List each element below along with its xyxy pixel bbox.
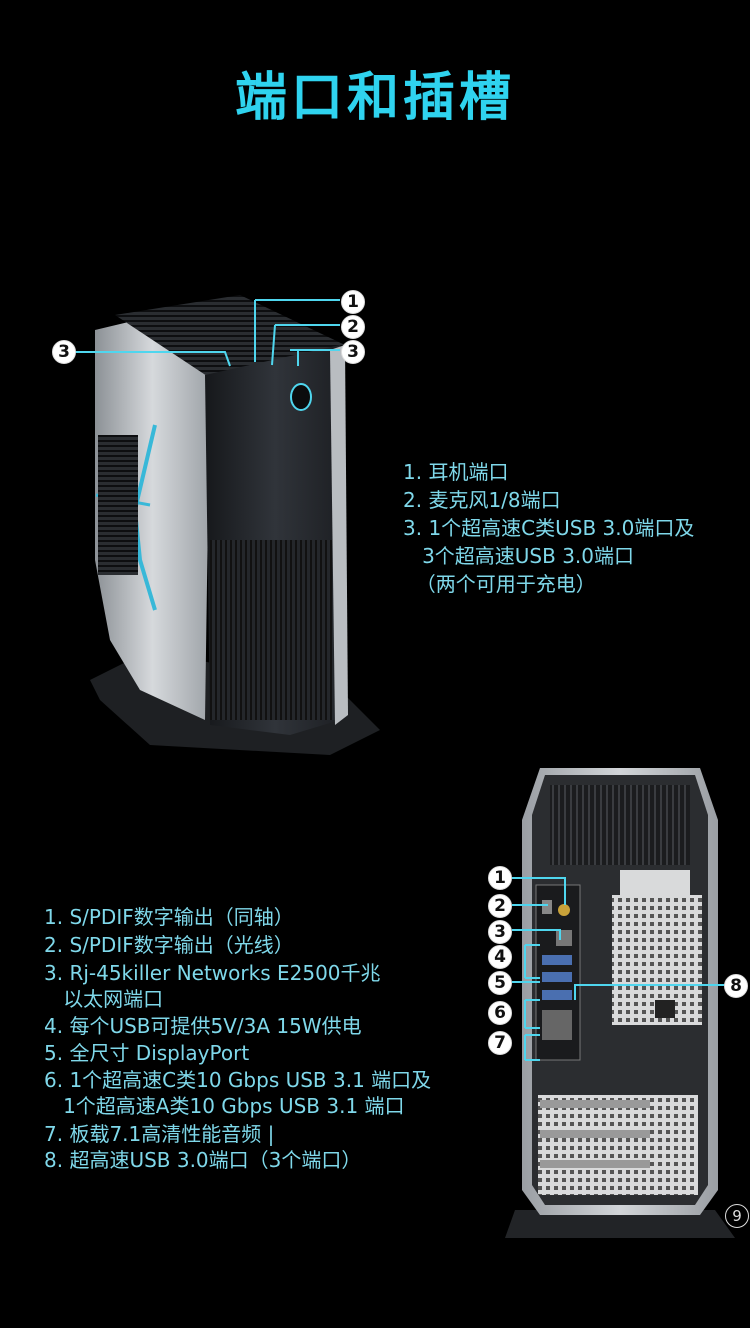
rear-badge-8: 8	[724, 974, 748, 998]
front-badge-3-left: 3	[52, 340, 76, 364]
front-list-item: 3个超高速USB 3.0端口	[403, 544, 635, 568]
front-list-item: （两个可用于充电）	[403, 572, 596, 596]
front-list-item: 1. 耳机端口	[403, 460, 509, 484]
front-list-item: 3. 1个超高速C类USB 3.0端口及	[403, 516, 695, 540]
front-badge-2: 2	[341, 315, 365, 339]
rear-list-item: 1个超高速A类10 Gbps USB 3.1 端口	[44, 1094, 405, 1118]
front-list-item: 2. 麦克风1/8端口	[403, 488, 561, 512]
rear-badge-7: 7	[488, 1031, 512, 1055]
rear-list-item: 6. 1个超高速C类10 Gbps USB 3.1 端口及	[44, 1068, 432, 1092]
page-number: 9	[725, 1204, 749, 1228]
rear-list-item: 5. 全尺寸 DisplayPort	[44, 1041, 250, 1065]
rear-badge-6: 6	[488, 1001, 512, 1025]
page-title: 端口和插槽	[234, 68, 515, 128]
rear-badge-2: 2	[488, 894, 512, 918]
front-badge-1: 1	[341, 290, 365, 314]
rear-list-item: 8. 超高速USB 3.0端口（3个端口）	[44, 1148, 362, 1172]
rear-badge-1: 1	[488, 866, 512, 890]
rear-list-item: 7. 板载7.1高清性能音频 |	[44, 1122, 275, 1146]
rear-list-item: 2. S/PDIF数字输出（光线）	[44, 933, 294, 957]
rear-badge-5: 5	[488, 971, 512, 995]
rear-list-item: 以太网端口	[44, 987, 164, 1011]
front-badge-3-right: 3	[341, 340, 365, 364]
rear-badge-4: 4	[488, 945, 512, 969]
rear-list-item: 3. Rj-45killer Networks E2500千兆	[44, 961, 381, 985]
rear-list-item: 4. 每个USB可提供5V/3A 15W供电	[44, 1014, 362, 1038]
rear-list-item: 1. S/PDIF数字输出（同轴）	[44, 905, 294, 929]
rear-badge-3: 3	[488, 920, 512, 944]
